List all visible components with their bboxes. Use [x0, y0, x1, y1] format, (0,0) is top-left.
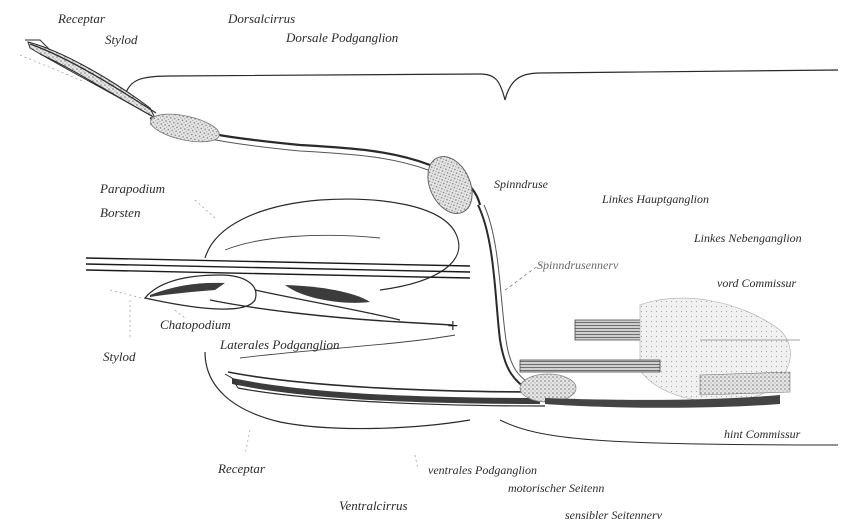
label-receptor-top: Receptar	[58, 12, 105, 25]
label-vord-commissur: vord Commissur	[717, 277, 796, 289]
label-stylod-top: Stylod	[105, 33, 138, 46]
label-chaetopodium: Chatopodium	[160, 318, 231, 331]
label-spinndruse: Spinndruse	[494, 178, 548, 190]
dorsal-stylod-receptor	[25, 40, 156, 118]
label-receptor-bottom: Receptar	[218, 462, 265, 475]
label-linkes-nebenganglion: Linkes Nebenganglion	[694, 232, 802, 244]
svg-text:+: +	[447, 318, 459, 334]
dorsalcirrus-brace	[125, 70, 838, 100]
borsten	[86, 258, 470, 278]
label-dorsalcirrus: Dorsalcirrus	[228, 12, 295, 25]
lateral-nerve	[210, 300, 452, 325]
label-motorischer-seitennerv: motorischer Seitenn	[508, 482, 604, 494]
label-spinndrusennerv: Spinndrusennerv	[537, 259, 618, 271]
chaetopodium-dark	[285, 285, 370, 303]
ventral-stylod-receptor	[225, 372, 545, 406]
label-ventralcirrus: Ventralcirrus	[339, 499, 408, 512]
spinndruse	[419, 149, 481, 220]
label-sensibler-seitennerv: sensibler Seitennerv	[565, 509, 662, 521]
label-stylod-bottom: Stylod	[103, 350, 136, 363]
label-laterales-podganglion: Laterales Podganglion	[220, 338, 340, 351]
label-linkes-hauptganglion: Linkes Hauptganglion	[602, 193, 709, 205]
dorsal-podganglion	[148, 109, 221, 147]
label-parapodium: Parapodium	[100, 182, 165, 195]
label-ventrales-podganglion: ventrales Podganglion	[428, 464, 537, 476]
label-hint-commissur: hint Commissur	[724, 428, 800, 440]
ventral-podganglion	[520, 374, 576, 402]
label-dorsal-podganglion: Dorsale Podganglion	[286, 31, 398, 44]
label-borsten: Borsten	[100, 206, 140, 219]
